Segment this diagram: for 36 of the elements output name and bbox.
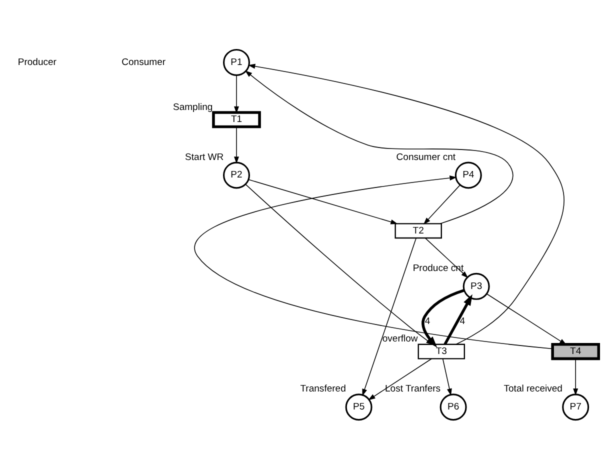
- arrow: [573, 358, 578, 396]
- edge-label: 4: [424, 316, 430, 328]
- label: Consumer: [122, 56, 166, 68]
- arrow: [368, 358, 432, 400]
- node-circle: P7: [562, 394, 590, 421]
- arrow: [234, 74, 240, 114]
- node-box: T3: [418, 344, 466, 360]
- node-label: Sampling: [172, 102, 213, 113]
- node-label: overflow: [382, 334, 418, 345]
- arrow: [442, 358, 452, 396]
- edge-label: 4: [460, 316, 466, 328]
- arrow: [423, 184, 461, 225]
- node-box: T2: [394, 223, 442, 239]
- node-circle: P3: [462, 272, 490, 300]
- node-label: Lost Tranfers: [385, 384, 441, 395]
- node-circle: P6: [440, 394, 467, 421]
- node-circle: P1: [223, 48, 250, 76]
- arrow: [245, 70, 514, 224]
- node-label: Total received: [504, 384, 562, 395]
- node-label: Consumer cnt: [396, 152, 456, 163]
- arrow: [422, 288, 465, 348]
- node-circle: P4: [454, 162, 482, 189]
- node-label: Start WR: [185, 152, 224, 163]
- node-circle: P2: [223, 162, 250, 189]
- arrow: [486, 294, 567, 346]
- node-box: T1: [212, 111, 261, 128]
- node-box: T4: [551, 343, 600, 360]
- label: Producer: [18, 56, 56, 68]
- arrow: [444, 294, 472, 346]
- arrow: [248, 179, 398, 224]
- node-label: Transfered: [300, 384, 346, 395]
- arrow: [424, 238, 468, 278]
- arrow: [234, 126, 240, 164]
- arrow: [362, 238, 417, 396]
- arrow: [194, 176, 553, 350]
- node-circle: P5: [345, 394, 372, 421]
